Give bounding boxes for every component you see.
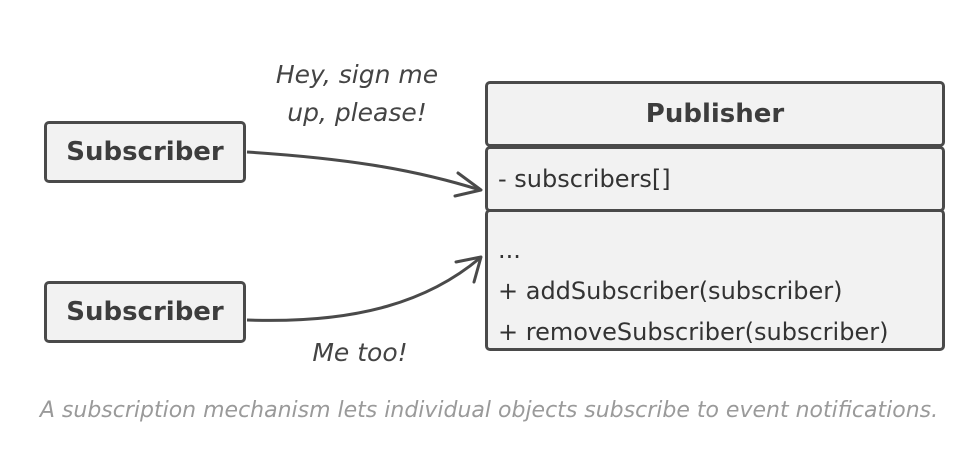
publisher-methods-box: ... + addSubscriber(subscriber) + remove…: [485, 209, 945, 351]
subscriber-label-1: Subscriber: [66, 137, 224, 167]
arrow-subscribe-2: [246, 256, 481, 322]
note-sign-up-line-1: Hey, sign me: [275, 60, 439, 89]
arrow-subscribe-1-head: [453, 171, 483, 198]
publisher-method-add: + addSubscriber(subscriber): [498, 277, 843, 305]
publisher-fields-box: - subscribers[]: [485, 146, 945, 212]
note-sign-up: Hey, sign me up, please!: [252, 56, 462, 132]
publisher-title-box: Publisher: [485, 81, 945, 147]
publisher-field: - subscribers[]: [498, 165, 671, 193]
publisher-method-ellipsis: ...: [498, 236, 521, 264]
arrow-subscribe-2-head: [454, 255, 483, 284]
note-me-too: Me too!: [312, 338, 408, 367]
subscriber-box-2: Subscriber: [44, 281, 246, 343]
arrow-subscribe-1: [246, 150, 481, 192]
subscriber-box-1: Subscriber: [44, 121, 246, 183]
note-sign-up-line-2: up, please!: [287, 98, 427, 127]
publisher-method-remove: + removeSubscriber(subscriber): [498, 318, 889, 346]
publisher-title: Publisher: [645, 99, 785, 129]
figure-caption: A subscription mechanism lets individual…: [39, 398, 939, 423]
subscriber-label-2: Subscriber: [66, 297, 224, 327]
